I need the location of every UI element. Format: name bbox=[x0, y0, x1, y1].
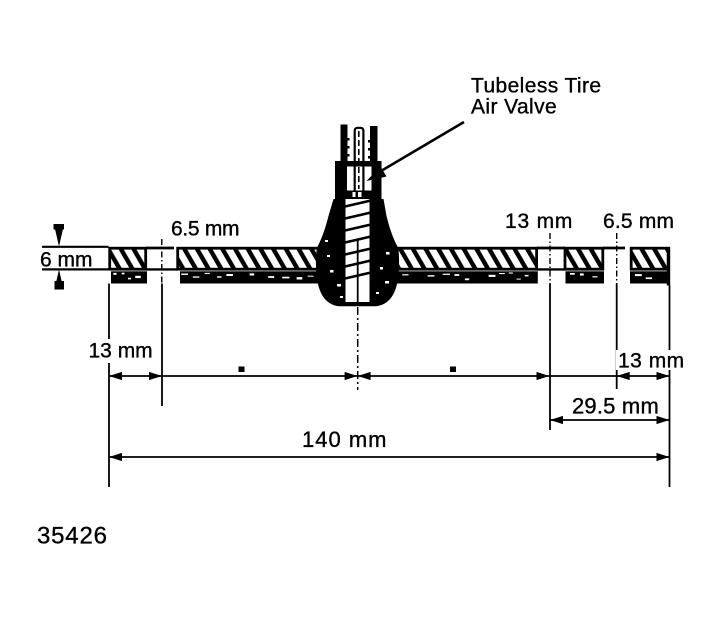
svg-text:13 mm: 13 mm bbox=[89, 340, 153, 363]
svg-text:29.5 mm: 29.5 mm bbox=[572, 394, 659, 419]
svg-text:Tubeless Tire: Tubeless Tire bbox=[471, 75, 601, 98]
svg-text:13 mm: 13 mm bbox=[505, 210, 573, 233]
svg-text:6.5 mm: 6.5 mm bbox=[171, 218, 239, 241]
svg-text:13 mm: 13 mm bbox=[618, 350, 685, 373]
svg-text:35426: 35426 bbox=[37, 523, 108, 550]
svg-text:Air Valve: Air Valve bbox=[471, 96, 557, 119]
svg-text:140 mm: 140 mm bbox=[302, 427, 387, 452]
svg-text:6 mm: 6 mm bbox=[40, 249, 93, 272]
svg-text:6.5 mm: 6.5 mm bbox=[603, 210, 674, 233]
